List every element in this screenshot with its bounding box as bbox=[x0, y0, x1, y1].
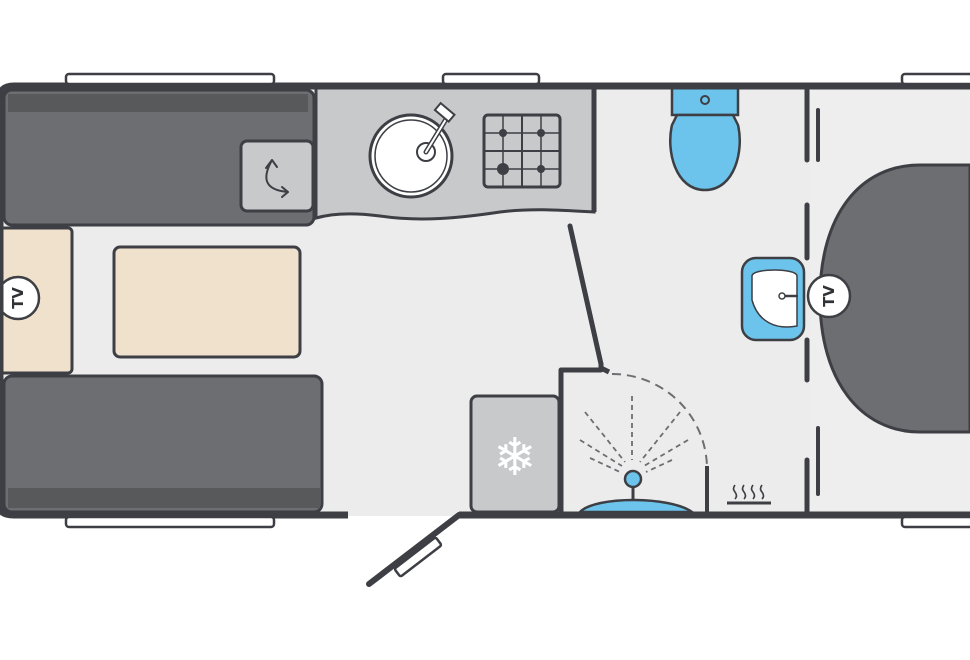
tv-label-front: TV bbox=[9, 287, 27, 309]
front-sofa-upper bbox=[2, 88, 316, 227]
wash-basin-icon bbox=[740, 256, 806, 342]
swivel-seat bbox=[239, 139, 315, 213]
shower-door-arc bbox=[611, 373, 708, 469]
window-top-3 bbox=[900, 72, 970, 86]
snowflake-icon: ❄ bbox=[493, 428, 537, 488]
windows bbox=[64, 72, 970, 529]
tv-icon: TV bbox=[806, 273, 852, 319]
outer-wall-bottom-left bbox=[0, 505, 348, 519]
hob-icon bbox=[482, 113, 562, 189]
shower-wall bbox=[558, 361, 604, 515]
fridge: ❄ bbox=[469, 394, 561, 514]
free-standing-table bbox=[112, 245, 302, 359]
entrance-door bbox=[366, 512, 462, 587]
swivel-arrow-icon bbox=[265, 159, 289, 198]
sink-icon bbox=[368, 101, 456, 199]
washroom-wall-angled bbox=[567, 223, 604, 367]
window-bottom-2 bbox=[900, 515, 970, 529]
window-top-1 bbox=[64, 72, 276, 86]
shower-wall-short bbox=[599, 365, 611, 375]
heater-icon bbox=[727, 484, 771, 505]
shower-head-icon bbox=[577, 396, 696, 514]
window-bottom-1 bbox=[64, 515, 276, 529]
tv-icon: TV bbox=[0, 275, 41, 321]
tv-label-bedroom: TV bbox=[820, 285, 838, 307]
front-sofa-lower bbox=[2, 374, 324, 514]
window-top-2 bbox=[441, 72, 541, 86]
toilet-icon bbox=[668, 86, 742, 192]
